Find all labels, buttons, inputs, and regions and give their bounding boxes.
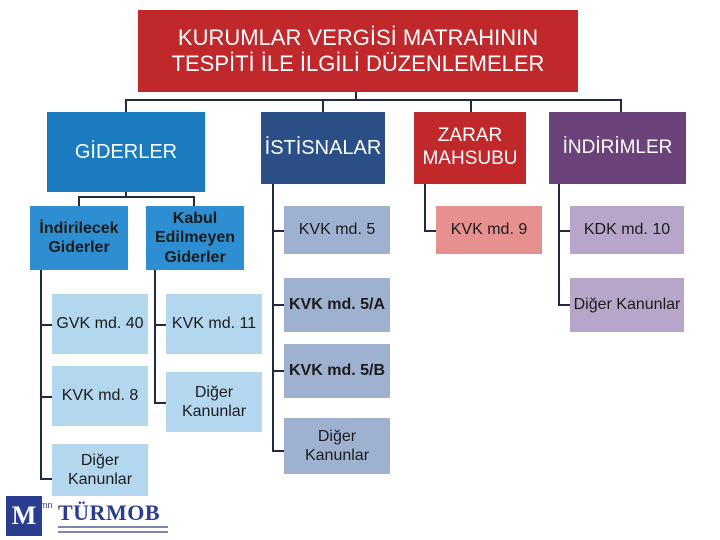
- tick-a: [40, 324, 52, 326]
- tick-i: [272, 450, 284, 452]
- category-zarar-label: ZARAR MAHSUBU: [422, 125, 518, 169]
- istisnalar-item-label: Diğer Kanunlar: [304, 427, 370, 464]
- subcategory-kabul-label: Kabul Edilmeyen Giderler: [154, 210, 236, 266]
- tick-k: [558, 230, 570, 232]
- drop-indirilecek: [78, 196, 80, 206]
- istisnalar-item-label: KVK md. 5/B: [288, 362, 385, 380]
- drop-zarar: [470, 99, 472, 113]
- drop-giderler: [125, 99, 127, 113]
- istisnalar-item: KVK md. 5/A: [284, 278, 390, 332]
- drop-istisnalar: [322, 99, 324, 113]
- category-istisnalar-label: İSTİSNALAR: [264, 137, 382, 159]
- category-istisnalar: İSTİSNALAR: [261, 112, 385, 184]
- category-giderler-label: GİDERLER: [74, 141, 178, 163]
- category-indirimler-label: İNDİRİMLER: [562, 136, 673, 158]
- logo-line: [58, 526, 168, 528]
- giderler-bus: [78, 196, 194, 198]
- title-stem: [355, 92, 357, 100]
- kabul-item-label: KVK md. 11: [171, 315, 257, 333]
- drop-kabul: [193, 196, 195, 206]
- indirilecek-item: Diğer Kanunlar: [52, 444, 148, 496]
- category-giderler: GİDERLER: [47, 112, 205, 192]
- tick-l: [558, 304, 570, 306]
- subcategory-indirilecek-label: İndirilecek Giderler: [39, 219, 119, 256]
- indirilecek-spine: [40, 270, 42, 480]
- indirilecek-item: KVK md. 8: [52, 366, 148, 426]
- indirimler-item-label: KDK md. 10: [583, 221, 671, 239]
- indirilecek-item-label: GVK md. 40: [56, 315, 144, 333]
- drop-indirimler: [620, 99, 622, 113]
- tick-e: [154, 402, 166, 404]
- istisnalar-item: Diğer Kanunlar: [284, 418, 390, 474]
- zarar-item: KVK md. 9: [436, 206, 542, 254]
- indirimler-item: KDK md. 10: [570, 206, 684, 254]
- title-line-2: TESPİTİ İLE İLGİLİ DÜZENLEMELER: [171, 51, 545, 76]
- kabul-spine: [154, 270, 156, 404]
- turmob-logo-icon: M: [6, 496, 42, 536]
- category-indirimler: İNDİRİMLER: [549, 112, 686, 184]
- tick-b: [40, 396, 52, 398]
- tick-j: [424, 230, 436, 232]
- indirimler-item-label: Diğer Kanunlar: [573, 296, 681, 314]
- indirimler-spine: [558, 184, 560, 304]
- indirilecek-item-label: Diğer Kanunlar: [67, 451, 133, 488]
- logo-subtitle-lines: [58, 526, 168, 536]
- kabul-item: Diğer Kanunlar: [166, 372, 262, 432]
- istisnalar-item: KVK md. 5: [284, 206, 390, 254]
- kabul-item-label: Diğer Kanunlar: [181, 383, 247, 420]
- subcategory-indirilecek-giderler: İndirilecek Giderler: [30, 206, 128, 270]
- logo-mark: M: [11, 501, 37, 530]
- diagram-title: KURUMLAR VERGİSİ MATRAHININ TESPİTİ İLE …: [138, 10, 578, 92]
- tick-g: [272, 304, 284, 306]
- giderler-stem: [125, 192, 127, 197]
- indirilecek-item-label: KVK md. 8: [61, 387, 139, 405]
- subcategory-kabul-edilmeyen-giderler: Kabul Edilmeyen Giderler: [146, 206, 244, 270]
- logo-name: TÜRMOB: [58, 500, 160, 525]
- logo-superscript: mn: [40, 500, 53, 510]
- istisnalar-item-label: KVK md. 5: [298, 221, 376, 239]
- category-zarar-mahsubu: ZARAR MAHSUBU: [414, 112, 526, 184]
- istisnalar-spine: [272, 184, 274, 452]
- indirilecek-item: GVK md. 40: [52, 294, 148, 354]
- title-line-1: KURUMLAR VERGİSİ MATRAHININ: [177, 24, 539, 50]
- tick-f: [272, 230, 284, 232]
- tick-d: [154, 324, 166, 326]
- tick-h: [272, 370, 284, 372]
- istisnalar-item: KVK md. 5/B: [284, 344, 390, 398]
- tick-c: [40, 478, 52, 480]
- zarar-spine: [424, 184, 426, 232]
- indirimler-item: Diğer Kanunlar: [570, 278, 684, 332]
- top-bus: [125, 99, 622, 101]
- kabul-item: KVK md. 11: [166, 294, 262, 354]
- logo-line: [58, 531, 168, 533]
- zarar-item-label: KVK md. 9: [450, 221, 528, 239]
- istisnalar-item-label: KVK md. 5/A: [288, 296, 385, 314]
